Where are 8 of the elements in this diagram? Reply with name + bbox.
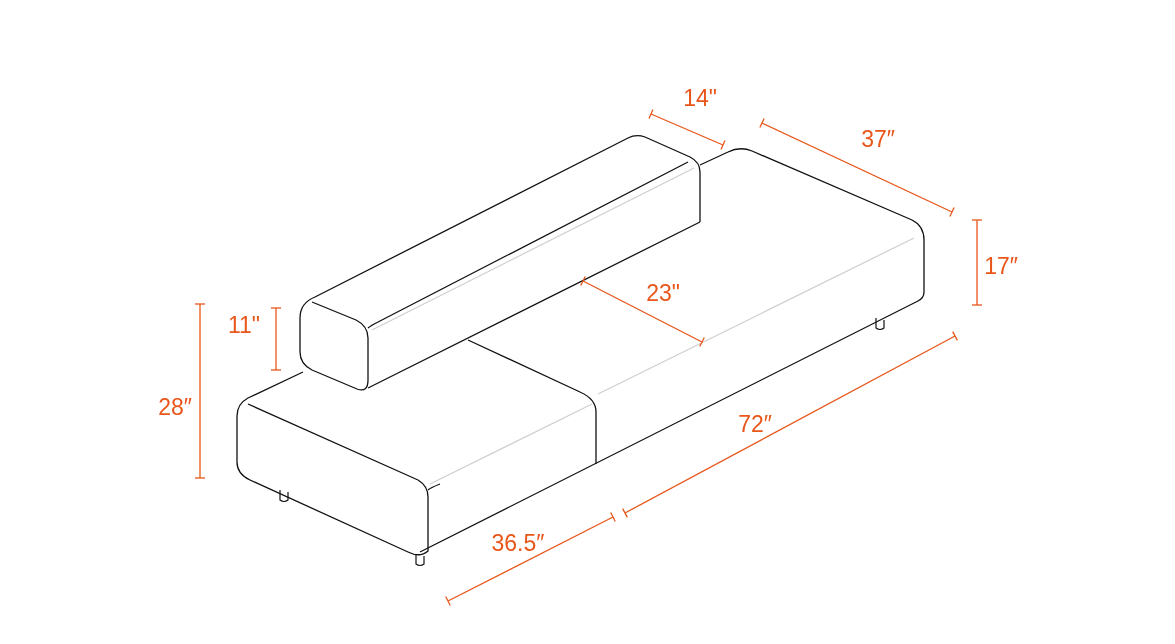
dimension-label: 37″ — [861, 127, 895, 151]
dimension-label: 28″ — [158, 395, 192, 419]
dimension-label: 72″ — [738, 412, 772, 436]
dimension-label: 11" — [228, 313, 260, 337]
dimension-label: 14" — [683, 86, 717, 110]
dimension-label: 23" — [646, 281, 680, 305]
dimension-label: 36.5″ — [491, 531, 545, 555]
dimension-label: 17″ — [984, 254, 1018, 278]
